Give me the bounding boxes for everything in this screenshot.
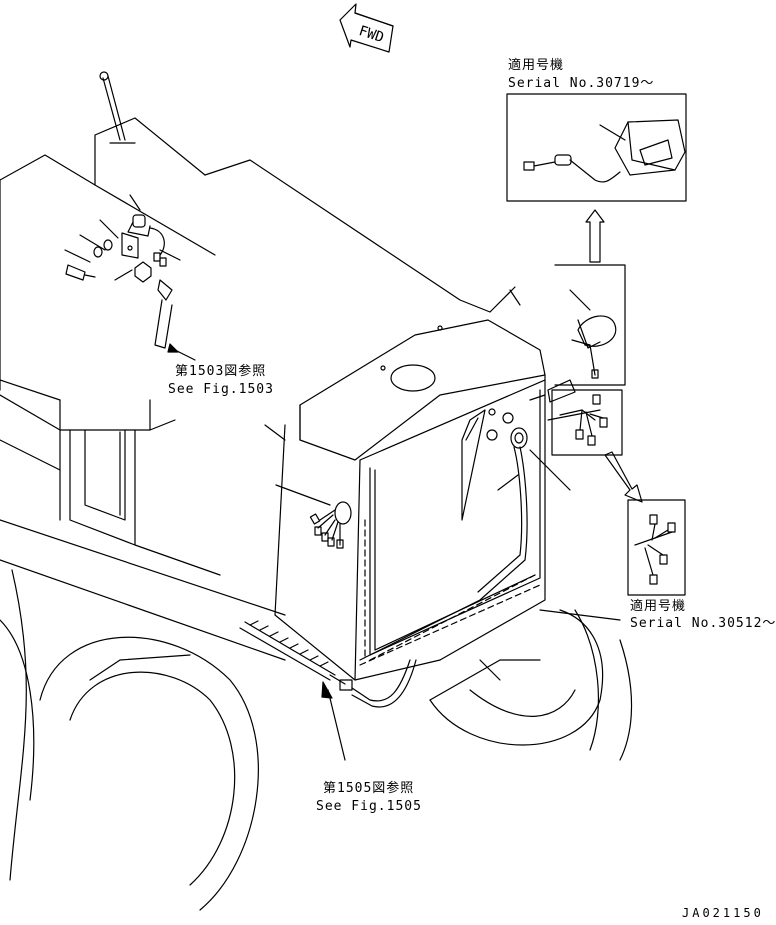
lower-harness xyxy=(239,620,417,708)
machine-body xyxy=(0,71,633,911)
bracket-hardware xyxy=(64,194,181,349)
inset-lamp-30719 xyxy=(506,93,687,202)
leader-arrows xyxy=(167,343,346,761)
horn-assembly xyxy=(359,379,601,661)
fig1503-en-label: See Fig.1503 xyxy=(168,382,274,397)
inset-connector xyxy=(551,389,623,456)
inset-harness-30512 xyxy=(627,499,686,596)
serial-30719-en-label: Serial No.30719～ xyxy=(508,76,655,91)
fwd-arrow: FWD xyxy=(339,3,394,53)
fig1505-en-label: See Fig.1505 xyxy=(316,799,422,814)
radiator-guard xyxy=(274,286,546,681)
inset-light-post xyxy=(554,264,626,386)
serial-30719-jp-label: 適用号機 xyxy=(508,58,565,73)
drawing-number: JA021150 xyxy=(682,906,764,920)
left-work-light xyxy=(264,424,352,549)
fwd-label: FWD xyxy=(357,23,386,46)
fig1503-jp-label: 第1503図参照 xyxy=(175,364,267,379)
fig1505-jp-label: 第1505図参照 xyxy=(323,781,415,796)
serial-30512-jp-label: 適用号機 xyxy=(630,599,687,614)
up-arrow xyxy=(585,209,605,263)
serial-30512-en-label: Serial No.30512～ xyxy=(630,616,776,631)
diagonal-arrow xyxy=(604,451,643,503)
